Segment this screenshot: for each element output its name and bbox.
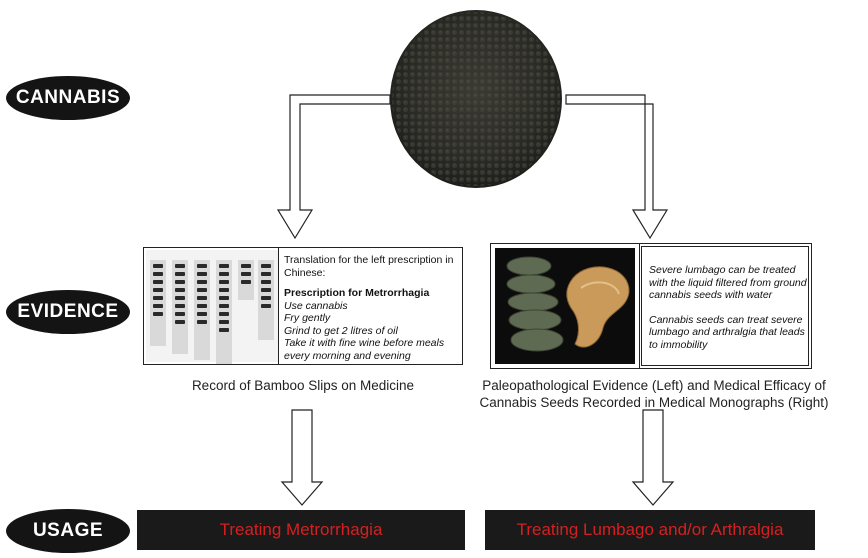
prescription-step: Take it with fine wine before meals ever… xyxy=(284,337,445,362)
stage-usage: USAGE xyxy=(6,509,130,553)
efficacy-note-2: Cannabis seeds can treat severe lumbago … xyxy=(649,313,805,351)
translation-heading: Translation for the left prescription in… xyxy=(284,254,454,279)
cannabis-seeds-image xyxy=(390,10,562,188)
paleopathology-caption-line1: Paleopathological Evidence (Left) and Me… xyxy=(482,378,826,393)
paleopathology-panel: Severe lumbago can be treated with the l… xyxy=(490,243,812,369)
paleopathology-caption-line2: Cannabis Seeds Recorded in Medical Monog… xyxy=(479,395,829,410)
arrow-to-left-evidence xyxy=(276,94,391,240)
bamboo-slips-panel: Translation for the left prescription in… xyxy=(143,247,463,365)
paleopathology-caption: Paleopathological Evidence (Left) and Me… xyxy=(444,377,864,411)
prescription-step: Use cannabis xyxy=(284,299,348,312)
usage-metrorrhagia: Treating Metrorrhagia xyxy=(137,510,465,550)
efficacy-note-1: Severe lumbago can be treated with the l… xyxy=(649,264,807,301)
stage-evidence: EVIDENCE xyxy=(6,290,130,334)
vertebrae-photo xyxy=(495,248,635,364)
translation-text: Translation for the left prescription in… xyxy=(284,254,460,362)
arrow-to-left-usage xyxy=(280,409,324,506)
prescription-step: Grind to get 2 litres of oil xyxy=(284,324,398,337)
stage-cannabis: CANNABIS xyxy=(6,76,130,120)
bamboo-slips-caption: Record of Bamboo Slips on Medicine xyxy=(191,378,415,393)
arrow-to-right-evidence xyxy=(565,94,669,240)
prescription-step: Fry gently xyxy=(284,312,331,324)
medical-efficacy-text: Severe lumbago can be treated with the l… xyxy=(649,264,807,351)
arrow-to-right-usage xyxy=(631,409,675,506)
bamboo-slips-image xyxy=(146,250,278,364)
prescription-title: Prescription for Metrorrhagia xyxy=(284,287,430,299)
usage-lumbago-arthralgia: Treating Lumbago and/or Arthralgia xyxy=(485,510,815,550)
